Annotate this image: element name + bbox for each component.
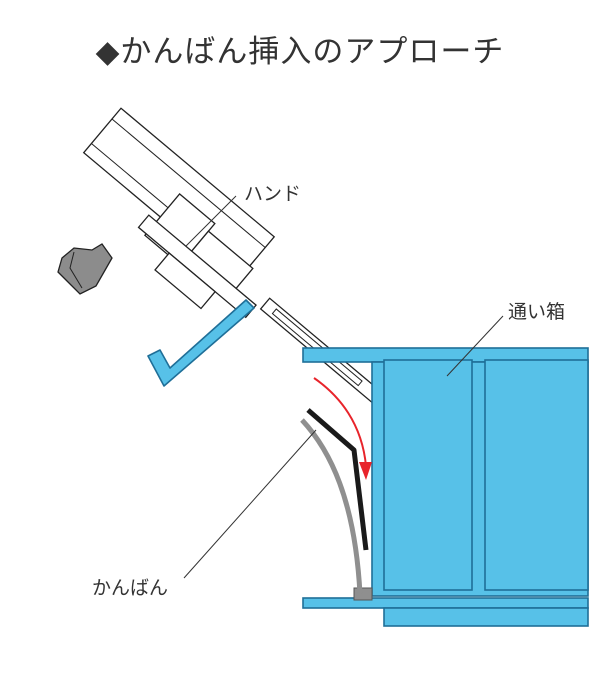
insert-arrow-head bbox=[359, 462, 372, 480]
returnable-box bbox=[302, 347, 589, 627]
diagram-title: ◆かんばん挿入のアプローチ bbox=[95, 34, 505, 70]
box-inner-right bbox=[484, 359, 589, 591]
bolt-hex-line bbox=[69, 251, 83, 289]
robot-hand bbox=[82, 107, 386, 407]
box-bottom-flange bbox=[302, 597, 589, 609]
leader-kanban bbox=[183, 429, 317, 579]
label-kanban: かんばん bbox=[92, 577, 168, 599]
leader-hand bbox=[185, 195, 237, 247]
kanban-black bbox=[306, 408, 369, 551]
box-base bbox=[383, 607, 589, 627]
hand-bolt bbox=[57, 243, 113, 295]
insert-arrow-line bbox=[313, 377, 367, 467]
hand-bracket bbox=[147, 299, 255, 387]
box-inner-left bbox=[383, 359, 473, 591]
hand-arm-edge bbox=[111, 118, 266, 248]
bolt-shape bbox=[57, 243, 113, 295]
label-box: 通い箱 bbox=[508, 301, 565, 323]
hand-lower-block bbox=[154, 252, 217, 310]
kanban-slot-block bbox=[353, 587, 373, 601]
kanban-gray-curve bbox=[300, 418, 363, 595]
leader-box bbox=[446, 315, 504, 377]
label-hand: ハンド bbox=[244, 183, 301, 205]
